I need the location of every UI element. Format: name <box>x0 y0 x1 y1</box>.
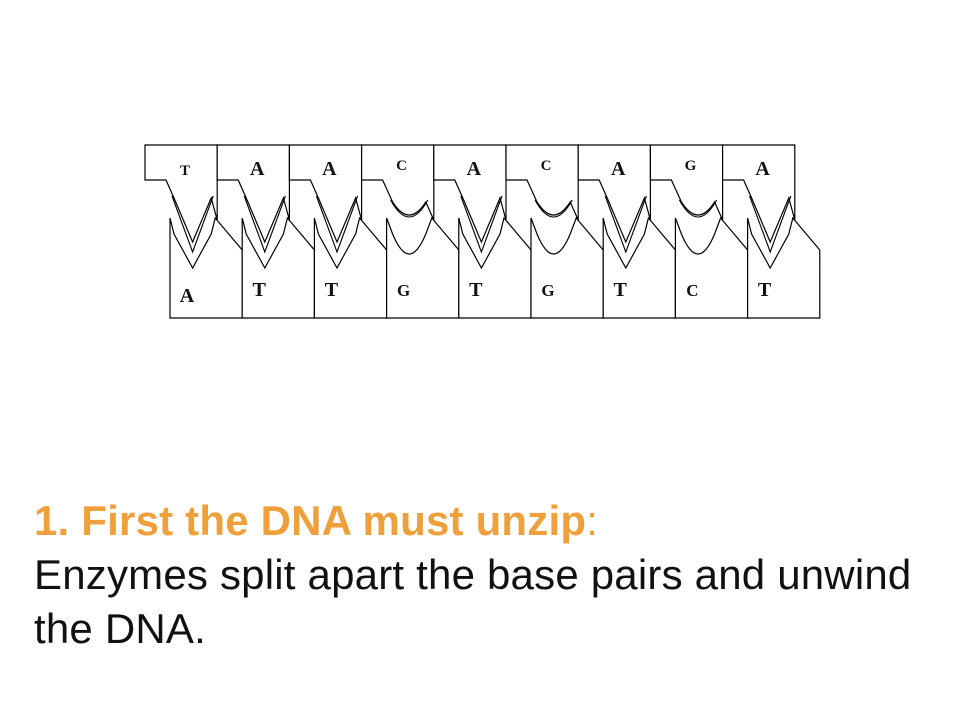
bottom-strand-piece <box>458 216 532 319</box>
top-strand-piece <box>505 144 579 221</box>
bottom-base-letter: C <box>686 281 698 300</box>
top-base-letter: A <box>611 158 626 180</box>
base-pair-bond <box>315 195 359 254</box>
bottom-base-letter: T <box>614 279 628 301</box>
top-base-letter: A <box>250 158 265 180</box>
bottom-base-letter: A <box>180 285 195 307</box>
top-base-letter: A <box>467 158 482 180</box>
bottom-base-letter: G <box>397 281 410 300</box>
bottom-strand <box>169 216 821 319</box>
base-pair-bond <box>678 199 718 218</box>
top-strand-piece <box>649 144 724 221</box>
caption-step-title: 1. First the DNA must unzip <box>34 497 587 544</box>
bottom-strand-piece <box>747 216 821 319</box>
base-pair-bond <box>534 199 573 218</box>
base-pair-bond <box>749 195 792 254</box>
bottom-strand-piece <box>313 216 388 319</box>
top-strand-piece <box>722 144 796 244</box>
hydrogen-bonds <box>171 195 792 254</box>
bottom-strand-piece <box>530 216 604 319</box>
bottom-strand-piece <box>602 216 676 319</box>
bottom-base-letter: G <box>541 281 554 300</box>
top-strand-piece <box>361 144 435 221</box>
top-strand <box>144 144 796 244</box>
bottom-strand-piece <box>386 216 460 319</box>
caption-colon: : <box>586 497 599 544</box>
bottom-base-letter: T <box>325 279 339 301</box>
caption-body: Enzymes split apart the base pairs and u… <box>34 551 912 652</box>
caption: 1. First the DNA must unzip: Enzymes spli… <box>34 494 934 656</box>
top-strand-piece <box>144 144 218 244</box>
base-letters: T A A C A C A G A A T T G T G T C T <box>180 158 772 307</box>
bottom-strand-piece <box>674 216 749 319</box>
base-pair-bond <box>460 195 503 254</box>
base-pair-bond <box>171 195 214 254</box>
bottom-strand-piece <box>241 216 315 319</box>
bottom-base-letter: T <box>253 279 267 301</box>
top-base-letter: T <box>180 163 190 179</box>
base-pair-bond <box>390 199 429 218</box>
top-base-letter: A <box>322 158 337 180</box>
top-base-letter: C <box>541 158 552 174</box>
bottom-strand-piece <box>169 216 243 319</box>
base-pair-bond <box>604 195 647 254</box>
top-base-letter: A <box>755 158 770 180</box>
bottom-base-letter: T <box>469 279 483 301</box>
top-base-letter: C <box>396 158 407 174</box>
base-pair-bond <box>243 195 286 254</box>
top-base-letter: G <box>685 158 697 174</box>
bottom-base-letter: T <box>758 279 772 301</box>
